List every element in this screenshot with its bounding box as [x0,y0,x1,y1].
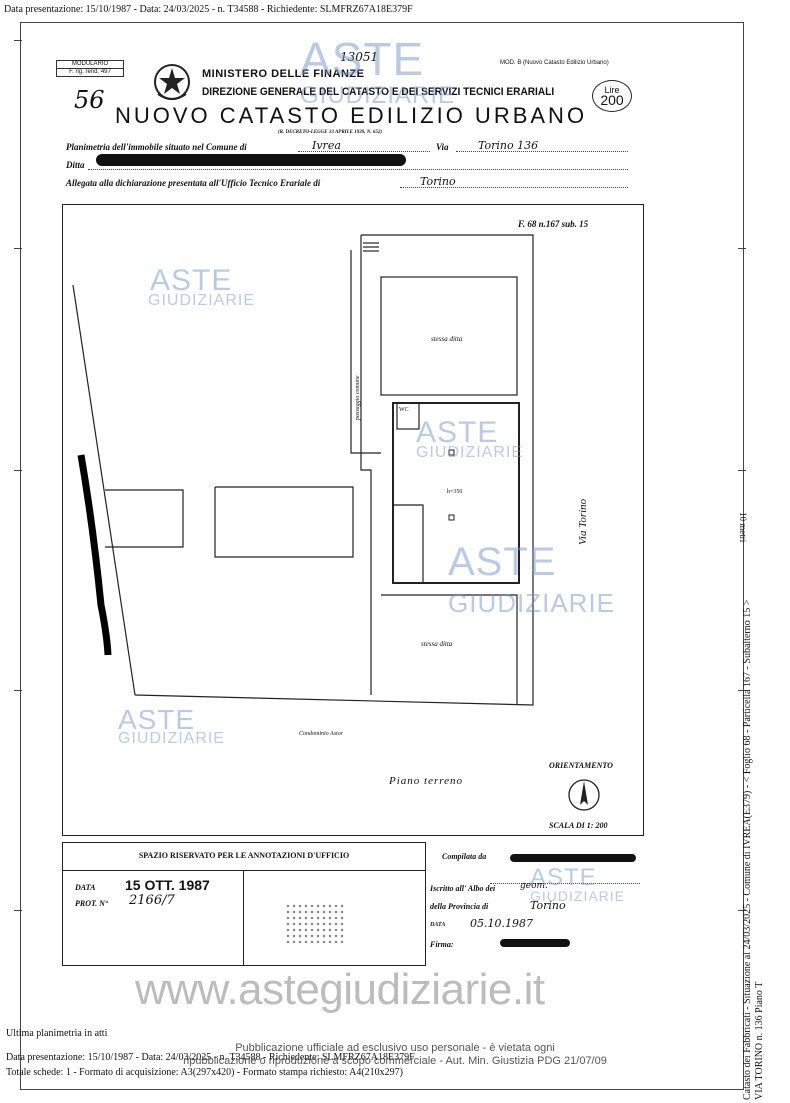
side-text: Catasto dei Fabbricati - Situazione al 2… [742,600,766,1100]
footer-line-1: Data presentazione: 15/10/1987 - Data: 2… [6,1052,415,1063]
side-line-2: VIA TORINO n. 136 Piano T [754,981,765,1100]
wm-aste-6: ASTE [530,864,597,891]
lire-value: 200 [600,92,624,108]
wc-label: WC [399,407,409,413]
albo-value: geom. [520,881,548,891]
header-line: Data presentazione: 15/10/1987 - Data: 2… [4,4,413,15]
redacted-ditta [96,154,406,166]
wm-aste-3: ASTE [416,416,499,449]
lire-label: Lire [604,85,620,95]
ditta-label: Ditta [66,160,85,170]
wm-giudiziarie-2: GIUDIZIARIE [148,292,256,309]
redacted-compilata [510,854,636,862]
direzione: DIREZIONE GENERALE DEL CATASTO E DEI SER… [202,86,555,98]
data-label-2: DATA [430,922,446,928]
publication-notice: Pubblicazione ufficiale ad esclusivo uso… [170,1042,620,1068]
data-value-2: 05.10.1987 [470,917,533,930]
stessa-ditta-lower: stessa ditta [421,640,453,648]
wm-giudiziarie-3: GIUDIZIARIE [416,444,524,461]
signature-box: Compilata da Iscritto all' Albo dei geom… [430,842,644,966]
planimetria-label: Planimetria dell'immobile situato nel Co… [66,142,247,152]
wm-giudiziarie-1: GIUDIZIARIE [300,82,456,109]
stamp-number: 13051 [340,50,379,64]
height-label: h=350 [447,489,463,495]
orientamento-label: ORIENTAMENTO [549,761,613,770]
form-sheet [20,22,744,1090]
plan-ref: F. 68 n.167 sub. 15 [518,219,589,229]
compass-icon [567,777,601,818]
iscritto-label: Iscritto all' Albo dei [430,884,496,893]
data-stamp: 15 OTT. 1987 [125,877,210,893]
wm-giudiziarie-4: GIUDIZIARIE [448,588,616,618]
via-label: Via [436,142,449,152]
scala-label: SCALA DI 1: 200 [549,821,608,830]
subtitle: (R. DECRETO-LEGGE 13 APRILE 1939, N. 652… [278,130,383,135]
pub-line-2: ripubblicazione o riproduzione a scopo c… [183,1055,607,1067]
modulario-sub: F. rig. rend. 497 [57,68,123,76]
data-label: DATA [75,883,96,892]
via-torino-label: Via Torino [577,498,589,545]
handwritten-number: 56 [74,86,105,114]
wm-aste-2: ASTE [150,264,233,297]
compilata-label: Compilata da [442,852,487,861]
mod-b: MOD. B (Nuovo Catasto Edilizio Urbano) [500,60,609,66]
passaggio-label: passaggio comune [355,375,361,421]
site-watermark: www.astegiudiziarie.it [135,965,545,1014]
ministero: MINISTERO DELLE FINANZE [202,68,365,80]
provincia-label: della Provincia di [430,902,489,911]
wm-aste-1: ASTE [300,33,425,85]
firma-label: Firma: [430,940,454,949]
wm-aste-5: ASTE [118,704,196,735]
ink-stamp [285,903,345,943]
emblem-icon [152,60,192,109]
annotations-heading: SPAZIO RISERVATO PER LE ANNOTAZIONI D'UF… [63,843,425,871]
stessa-ditta-upper: stessa ditta [431,335,463,343]
allegata-label: Allegata alla dichiarazione presentata a… [66,178,321,188]
provincia-value: Torino [530,899,566,912]
ultima-planimetria: Ultima planimetria in atti [6,1028,108,1039]
footer-line-2: Totale schede: 1 - Formato di acquisizio… [6,1067,403,1078]
via-value: Torino 136 [478,139,539,152]
wm-giudiziarie-6: GIUDIZIARIE [530,888,626,904]
prot-label: PROT. N° [75,899,109,908]
lire-stamp: Lire 200 [592,80,632,112]
scale-bar-label: 10 metri [738,512,748,543]
prot-value: 2166/7 [129,893,175,908]
annotations-box: SPAZIO RISERVATO PER LE ANNOTAZIONI D'UF… [62,842,426,966]
modulario-label: MODULARIO [71,61,109,67]
floor-plan: F. 68 n.167 sub. 15 stessa ditta passagg… [62,204,644,836]
pub-line-1: Pubblicazione ufficiale ad esclusivo uso… [235,1042,555,1054]
modulario-box: MODULARIO F. rig. rend. 497 [56,60,124,77]
comune-value: Ivrea [312,139,341,152]
page-title: NUOVO CATASTO EDILIZIO URBANO [115,103,588,128]
condominio-label: Condominio Astor [299,731,344,737]
piano-label: Piano terreno [389,775,463,787]
wm-giudiziarie-5: GIUDIZIARIE [118,730,226,747]
side-line-1: Catasto dei Fabbricati - Situazione al 2… [742,599,753,1100]
ufficio-value: Torino [420,175,456,188]
redacted-signature [500,939,570,947]
wm-aste-4: ASTE [448,540,557,584]
